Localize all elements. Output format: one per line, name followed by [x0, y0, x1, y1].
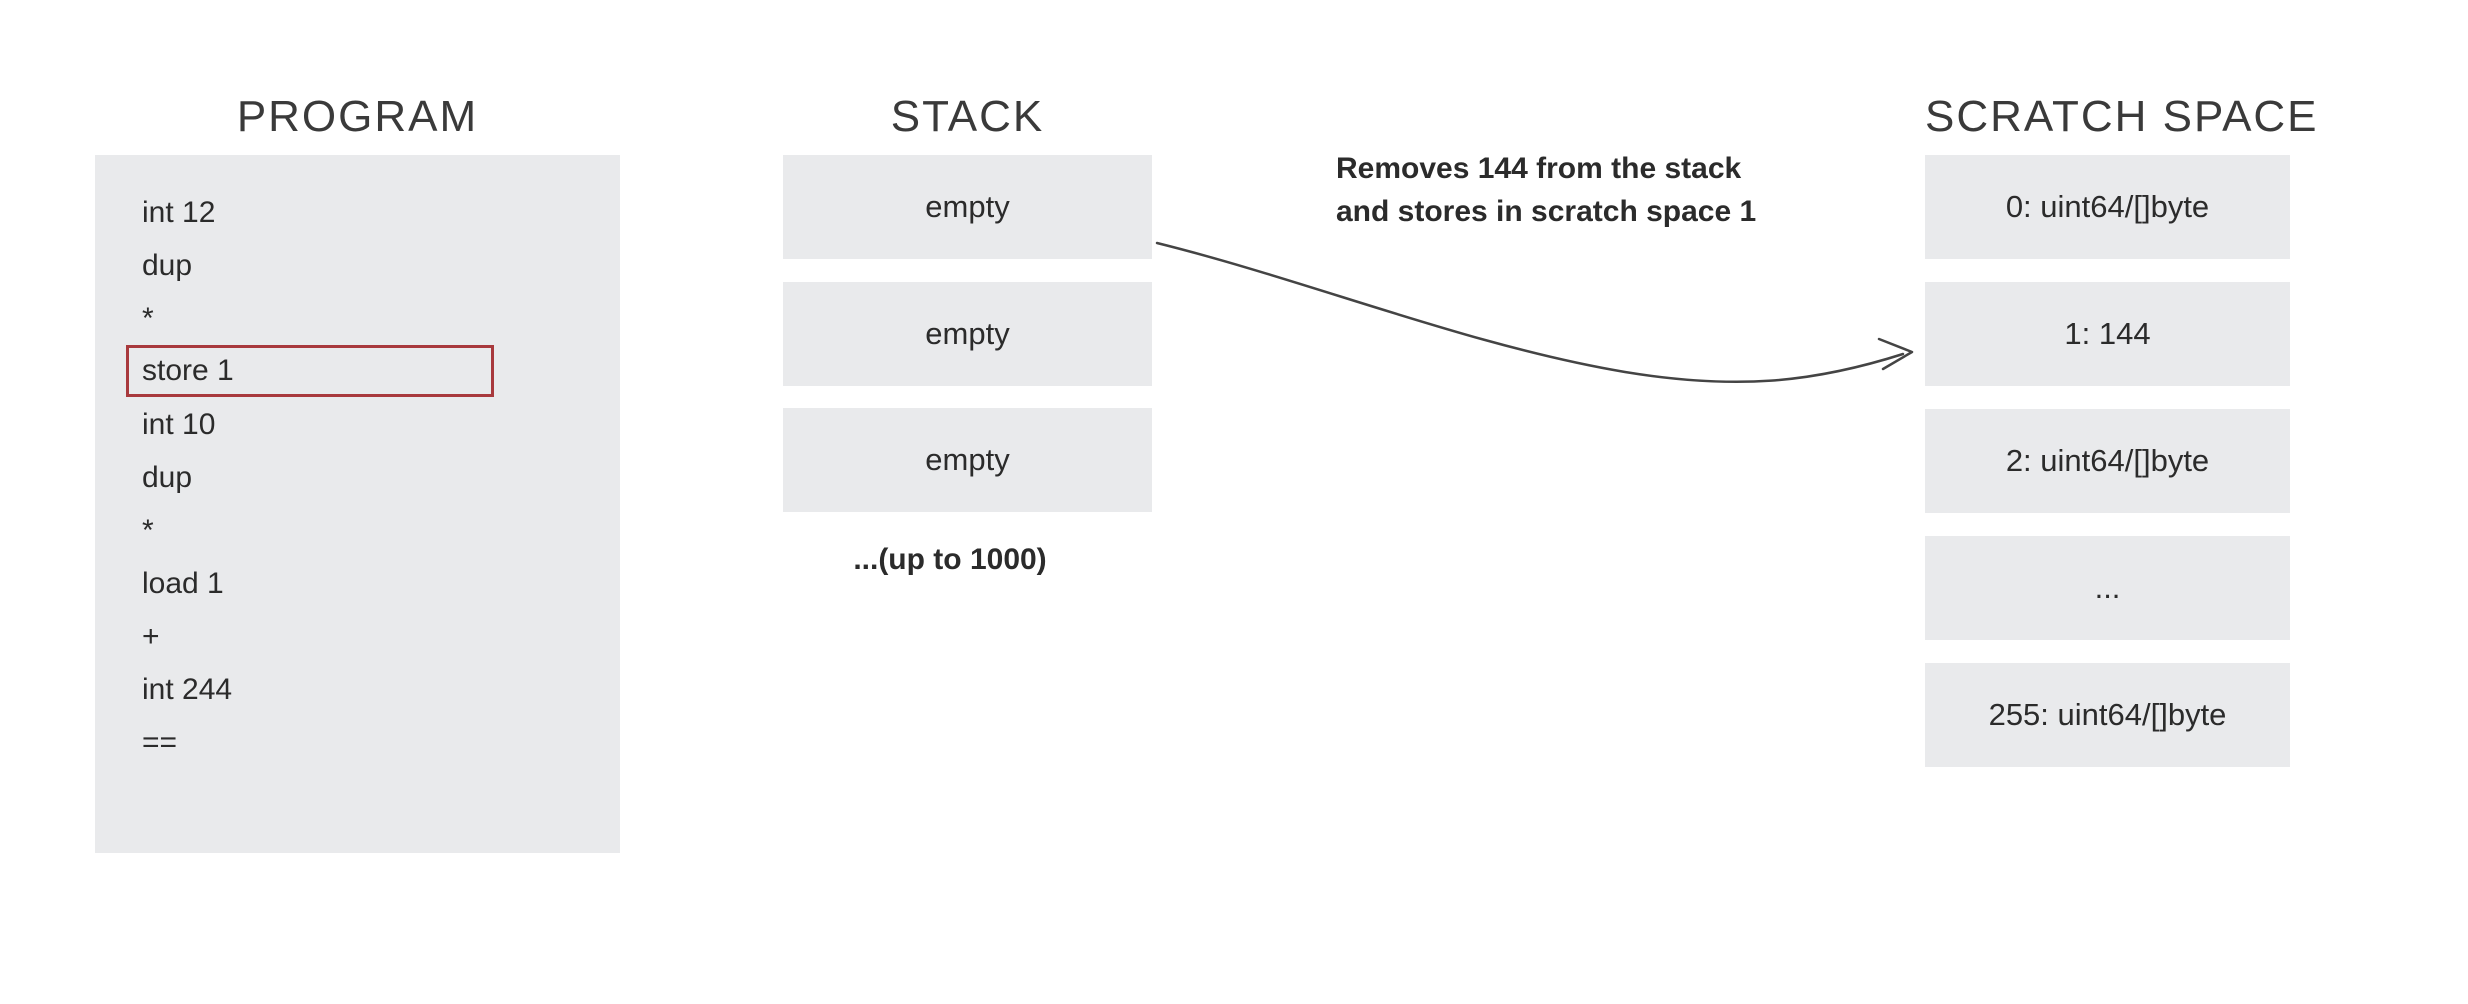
program-instruction: * — [142, 513, 154, 547]
scratch-space-column-title: SCRATCH SPACE — [1925, 92, 2319, 141]
program-column-title: PROGRAM — [236, 92, 479, 141]
program-instruction-highlighted: store 1 — [126, 345, 494, 397]
program-instruction: int 12 — [142, 195, 216, 229]
arrow-annotation: Removes 144 from the stack and stores in… — [1336, 147, 1796, 233]
stack-capacity-caption: ...(up to 1000) — [853, 543, 1047, 576]
program-instruction: int 244 — [142, 672, 233, 706]
program-instruction: dup — [142, 460, 193, 494]
arrow-annotation-line1: Removes 144 from the stack — [1336, 152, 1742, 185]
scratch-slot: ... — [1925, 536, 2290, 640]
program-instruction: dup — [142, 248, 193, 282]
program-instruction: * — [142, 301, 154, 335]
scratch-slot: 2: uint64/[]byte — [1925, 409, 2290, 513]
program-instruction: load 1 — [142, 566, 224, 600]
program-instruction: == — [142, 725, 178, 759]
stack-slot: empty — [783, 282, 1152, 386]
arrow-annotation-line2: and stores in scratch space 1 — [1336, 195, 1757, 228]
program-box: int 12 dup * store 1 int 10 dup * load 1… — [95, 155, 620, 853]
stack-slot: empty — [783, 155, 1152, 259]
program-instruction: int 10 — [142, 407, 216, 441]
scratch-slot: 1: 144 — [1925, 282, 2290, 386]
scratch-slot: 0: uint64/[]byte — [1925, 155, 2290, 259]
stack-column-title: STACK — [890, 92, 1045, 141]
scratch-slot: 255: uint64/[]byte — [1925, 663, 2290, 767]
program-instruction: + — [142, 619, 160, 653]
stack-slot: empty — [783, 408, 1152, 512]
